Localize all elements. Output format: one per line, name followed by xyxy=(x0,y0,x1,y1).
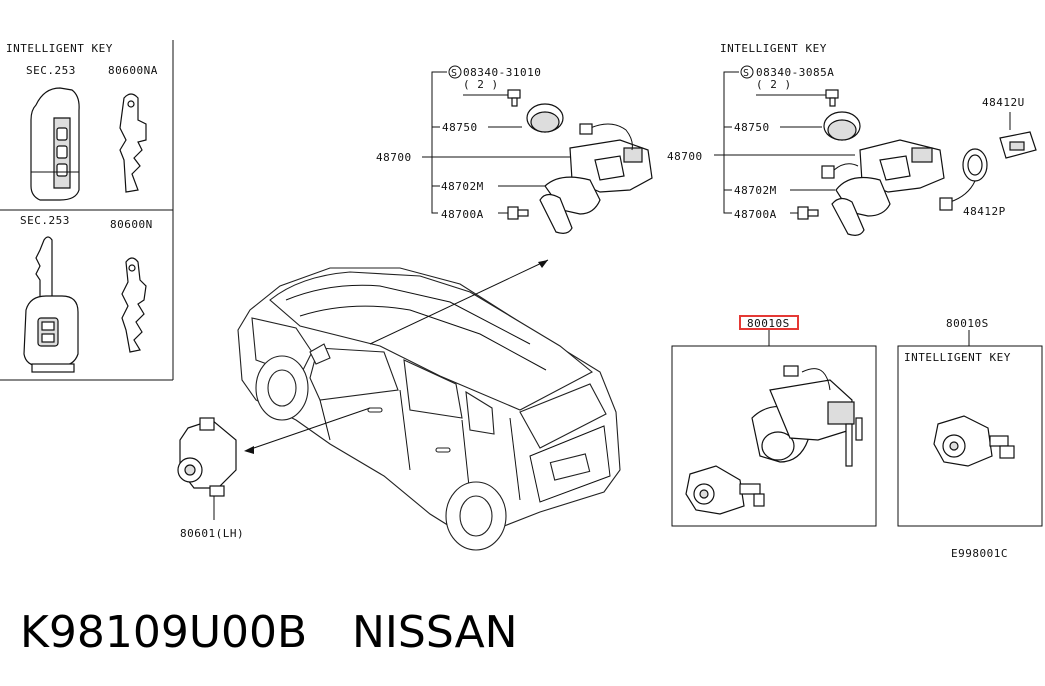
key-ring-illumination-right-icon xyxy=(823,111,861,141)
kit-box-border xyxy=(671,345,877,527)
part-48700-label-mid: 48700 xyxy=(376,151,412,164)
part-48412U-label: 48412U xyxy=(982,96,1025,109)
part-number-caption: K98109U00B xyxy=(20,607,307,658)
part-80601LH-label: 80601(LH) xyxy=(180,527,244,540)
part-80010S-label: 80010S xyxy=(946,317,989,330)
screw-qty-right: ( 2 ) xyxy=(756,78,792,91)
steering-lock-body-right-icon xyxy=(821,139,945,193)
part-80600NA-label: 80600NA xyxy=(108,64,158,77)
vehicle-outline-icon xyxy=(237,267,621,551)
sec253-label-a: SEC.253 xyxy=(26,64,76,77)
part-80600N-label: 80600N xyxy=(110,218,153,231)
intelligent-key-label-left: INTELLIGENT KEY xyxy=(6,42,113,55)
part-48700A-label-mid: 48700A xyxy=(441,208,484,221)
s-symbol-mid-icon xyxy=(448,65,462,79)
screw-code-mid: 08340-31010 xyxy=(463,66,541,79)
part-48700A-label-right: 48700A xyxy=(734,208,777,221)
steering-lock-body-mid-icon xyxy=(569,123,653,193)
ignition-assembly-right: INTELLIGENT KEY S 08340-3085A ( 2 ) 4875… xyxy=(667,42,1037,236)
antenna-48412U-icon xyxy=(999,131,1037,159)
intelligent-key-label-right: INTELLIGENT KEY xyxy=(720,42,827,55)
sec253-label-b: SEC.253 xyxy=(20,214,70,227)
key-set-kit-box: 80010S xyxy=(671,315,877,527)
callout-arrows xyxy=(244,259,549,454)
key-blade-80600NA-icon xyxy=(119,93,147,193)
intelligent-key-kit-box: 80010S INTELLIGENT KEY xyxy=(897,317,1043,527)
lock-shell-mid-icon xyxy=(539,176,601,234)
part-48412P-label: 48412P xyxy=(963,205,1006,218)
part-48750-label-mid: 48750 xyxy=(442,121,478,134)
part-48750-label-right: 48750 xyxy=(734,121,770,134)
screw-bottom-mid-icon xyxy=(507,206,529,220)
key-panel: INTELLIGENT KEY SEC.253 80600NA SEC.253 … xyxy=(0,40,174,381)
mechanical-key-icon xyxy=(23,236,79,373)
s-symbol-mid: S xyxy=(451,68,457,79)
door-cylinder-ikey-icon xyxy=(933,415,1015,467)
intelligent-key-box-label: INTELLIGENT KEY xyxy=(904,351,1011,364)
screw-qty-mid: ( 2 ) xyxy=(463,78,499,91)
antenna-coil-48412P-icon xyxy=(939,148,988,211)
part-80010S-label-highlighted: 80010S xyxy=(747,317,790,330)
ignition-switch-kit-icon xyxy=(751,365,863,467)
ikey-box-border xyxy=(897,345,1043,527)
door-cylinder-kit-icon xyxy=(685,465,765,515)
key-ring-illumination-mid-icon xyxy=(526,103,564,133)
diagram-code: E998001C xyxy=(951,547,1008,560)
screw-top-mid-icon xyxy=(507,89,521,107)
part-80010S-highlight xyxy=(739,315,799,330)
lock-shell-right-icon xyxy=(831,177,891,236)
part-48702M-label-right: 48702M xyxy=(734,184,777,197)
key-blade-80600N-icon xyxy=(121,257,147,353)
part-48702M-label-mid: 48702M xyxy=(441,180,484,193)
intelligent-key-fob-icon xyxy=(30,87,80,201)
brand-caption: NISSAN xyxy=(352,607,518,658)
s-symbol-right-icon xyxy=(740,65,754,79)
door-lock-cylinder-lh-icon xyxy=(177,417,237,520)
screw-bottom-right-icon xyxy=(797,206,819,220)
screw-top-right-icon xyxy=(825,89,839,107)
part-48700-label-right: 48700 xyxy=(667,150,703,163)
s-symbol-right: S xyxy=(743,68,749,79)
screw-code-right: 08340-3085A xyxy=(756,66,834,79)
ignition-assembly-mid: S 08340-31010 ( 2 ) 48750 48700 48702M 4… xyxy=(376,65,653,234)
